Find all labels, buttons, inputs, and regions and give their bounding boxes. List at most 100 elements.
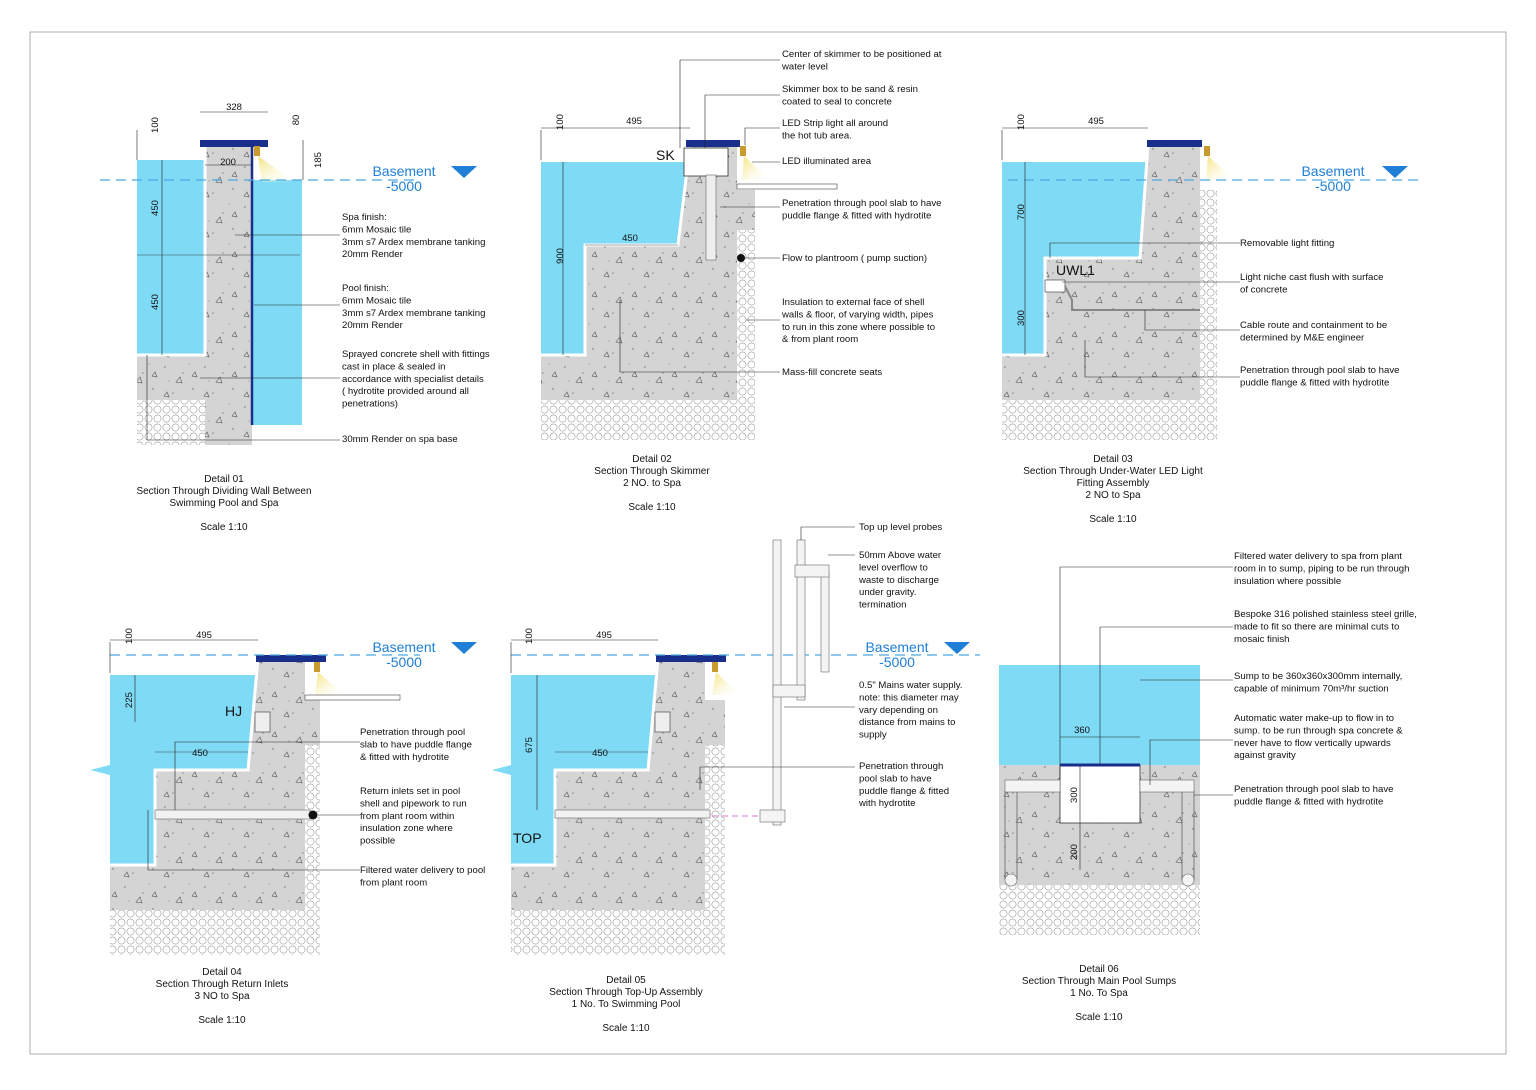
dim-label: 675 xyxy=(524,737,535,753)
detail-02-note: Center of skimmer to be positioned at xyxy=(782,49,942,60)
detail-05-note: Penetration through xyxy=(859,761,943,772)
detail-04-note: possible xyxy=(360,836,395,847)
detail-03-note: Cable route and containment to be xyxy=(1240,320,1387,331)
dim-label: 328 xyxy=(226,102,242,113)
detail-02-note: Insulation to external face of shell xyxy=(782,297,924,308)
detail-04-note: from plant room xyxy=(360,877,427,888)
detail-04-note: slab to have puddle flange xyxy=(360,739,472,750)
detail-05 xyxy=(492,526,980,955)
detail-01-note: Sprayed concrete shell with fittings xyxy=(342,349,490,360)
detail-04-note: Filtered water delivery to pool xyxy=(360,865,485,876)
detail-06-note: made to fit so there are minimal cuts to xyxy=(1234,621,1399,632)
detail-02-note: LED illuminated area xyxy=(782,156,872,167)
detail-2-caption: Section Through Skimmer xyxy=(594,466,710,477)
dim-label: 100 xyxy=(524,628,535,644)
detail-05-note: Top up level probes xyxy=(859,522,942,533)
detail-01-note: 3mm s7 Ardex membrane tanking xyxy=(342,237,485,248)
detail-01-note: 6mm Mosaic tile xyxy=(342,224,411,235)
detail-06-note: Filtered water delivery to spa from plan… xyxy=(1234,551,1402,562)
dim-label: 495 xyxy=(626,116,642,127)
detail-5-caption: 1 No. To Swimming Pool xyxy=(572,999,681,1010)
detail-02-note: coated to seal to concrete xyxy=(782,96,892,107)
detail-03-note: Removable light fitting xyxy=(1240,238,1334,249)
detail-02-note: puddle flange & fitted with hydrotite xyxy=(782,210,931,221)
dim-label: 450 xyxy=(150,200,161,216)
dim-label: 225 xyxy=(124,692,135,708)
detail-01 xyxy=(100,111,477,445)
detail-06-note: puddle flange & fitted with hydrotite xyxy=(1234,796,1383,807)
detail-05-tag: TOP xyxy=(513,830,542,846)
detail-05-note: termination xyxy=(859,600,906,611)
detail-4-caption: 3 NO to Spa xyxy=(194,991,249,1002)
detail-3-caption: Section Through Under-Water LED Light xyxy=(1023,466,1203,477)
dim-label: 100 xyxy=(555,114,566,130)
detail-1-caption: Swimming Pool and Spa xyxy=(170,498,279,509)
dim-label: 300 xyxy=(1016,310,1027,326)
detail-06-note: Bespoke 316 polished stainless steel gri… xyxy=(1234,609,1417,620)
detail-5-caption: Detail 05 xyxy=(606,975,646,986)
detail-03-note: determined by M&E engineer xyxy=(1240,332,1365,343)
detail-1-caption: Detail 01 xyxy=(204,474,244,485)
detail-6-scale: Scale 1:10 xyxy=(1075,1012,1123,1023)
detail-01-note: 6mm Mosaic tile xyxy=(342,295,411,306)
dim-label: 100 xyxy=(1016,114,1027,130)
dim-label: 495 xyxy=(1088,116,1104,127)
detail-05-note: pool slab to have xyxy=(859,773,932,784)
detail-5-scale: Scale 1:10 xyxy=(602,1023,650,1034)
basement-label: Basement xyxy=(1301,163,1364,179)
detail-01-note: Pool finish: xyxy=(342,283,389,294)
detail-01-note: ( hydrotite provided around all xyxy=(342,386,469,397)
detail-02-note: Mass-fill concrete seats xyxy=(782,367,882,378)
detail-03-tag: UWL1 xyxy=(1056,262,1095,278)
detail-02-note: Flow to plantroom ( pump suction) xyxy=(782,253,927,264)
detail-6-caption: 1 No. To Spa xyxy=(1070,988,1128,999)
detail-6-caption: Section Through Main Pool Sumps xyxy=(1022,976,1176,987)
detail-01-note: penetrations) xyxy=(342,399,398,410)
detail-06-note: room in to sump, piping to be run throug… xyxy=(1234,563,1409,574)
detail-01-note: Spa finish: xyxy=(342,212,387,223)
dim-label: 450 xyxy=(622,233,638,244)
detail-01-note: accordance with specialist details xyxy=(342,374,484,385)
detail-4-caption: Detail 04 xyxy=(202,967,242,978)
detail-06-note: insulation where possible xyxy=(1234,576,1341,587)
detail-1-scale: Scale 1:10 xyxy=(200,522,248,533)
detail-06-note: sump. to be run through spa concrete & xyxy=(1234,725,1403,736)
detail-05-note: puddle flange & fitted xyxy=(859,786,949,797)
detail-06-note: mosaic finish xyxy=(1234,634,1289,645)
detail-01-note: 30mm Render on spa base xyxy=(342,434,458,445)
detail-06-note: Sump to be 360x360x300mm internally, xyxy=(1234,671,1402,682)
detail-03-note: Penetration through pool slab to have xyxy=(1240,365,1399,376)
detail-2-caption: Detail 02 xyxy=(632,454,672,465)
detail-3-caption: Detail 03 xyxy=(1093,454,1133,465)
dim-label: 450 xyxy=(592,748,608,759)
detail-05-note: waste to discharge xyxy=(858,575,939,586)
detail-05-note: note: this diameter may xyxy=(859,692,959,703)
dim-label: 360 xyxy=(1074,725,1090,736)
detail-06-note: capable of minimum 70m³/hr suction xyxy=(1234,683,1389,694)
basement-label: Basement xyxy=(865,639,928,655)
detail-06-note: never have to flow vertically upwards xyxy=(1234,738,1391,749)
detail-01-note: 20mm Render xyxy=(342,320,404,331)
dim-label: 300 xyxy=(1069,787,1080,803)
detail-04-note: shell and pipework to run xyxy=(360,798,467,809)
detail-06-note: against gravity xyxy=(1234,750,1296,761)
detail-05-note: with hydrotite xyxy=(858,798,916,809)
dim-label: 200 xyxy=(1069,844,1080,860)
detail-04-tag: HJ xyxy=(225,703,242,719)
dim-label: 495 xyxy=(596,630,612,641)
detail-03-note: of concrete xyxy=(1240,284,1287,295)
detail-3-caption: Fitting Assembly xyxy=(1077,478,1150,489)
detail-02-note: to run in this zone where possible to xyxy=(782,322,935,333)
detail-3-caption: 2 NO to Spa xyxy=(1085,490,1140,501)
detail-05-note: vary depending on xyxy=(859,705,938,716)
basement-level: -5000 xyxy=(386,178,422,194)
detail-03 xyxy=(1001,127,1420,440)
detail-05-note: distance from mains to xyxy=(859,717,956,728)
detail-05-note: supply xyxy=(859,730,887,741)
dim-label: 100 xyxy=(124,628,135,644)
detail-02-tag: SK xyxy=(656,147,675,163)
detail-06-note: Automatic water make-up to flow in to xyxy=(1234,713,1394,724)
dim-label: 450 xyxy=(192,748,208,759)
detail-05-note: 50mm Above water xyxy=(859,550,942,561)
